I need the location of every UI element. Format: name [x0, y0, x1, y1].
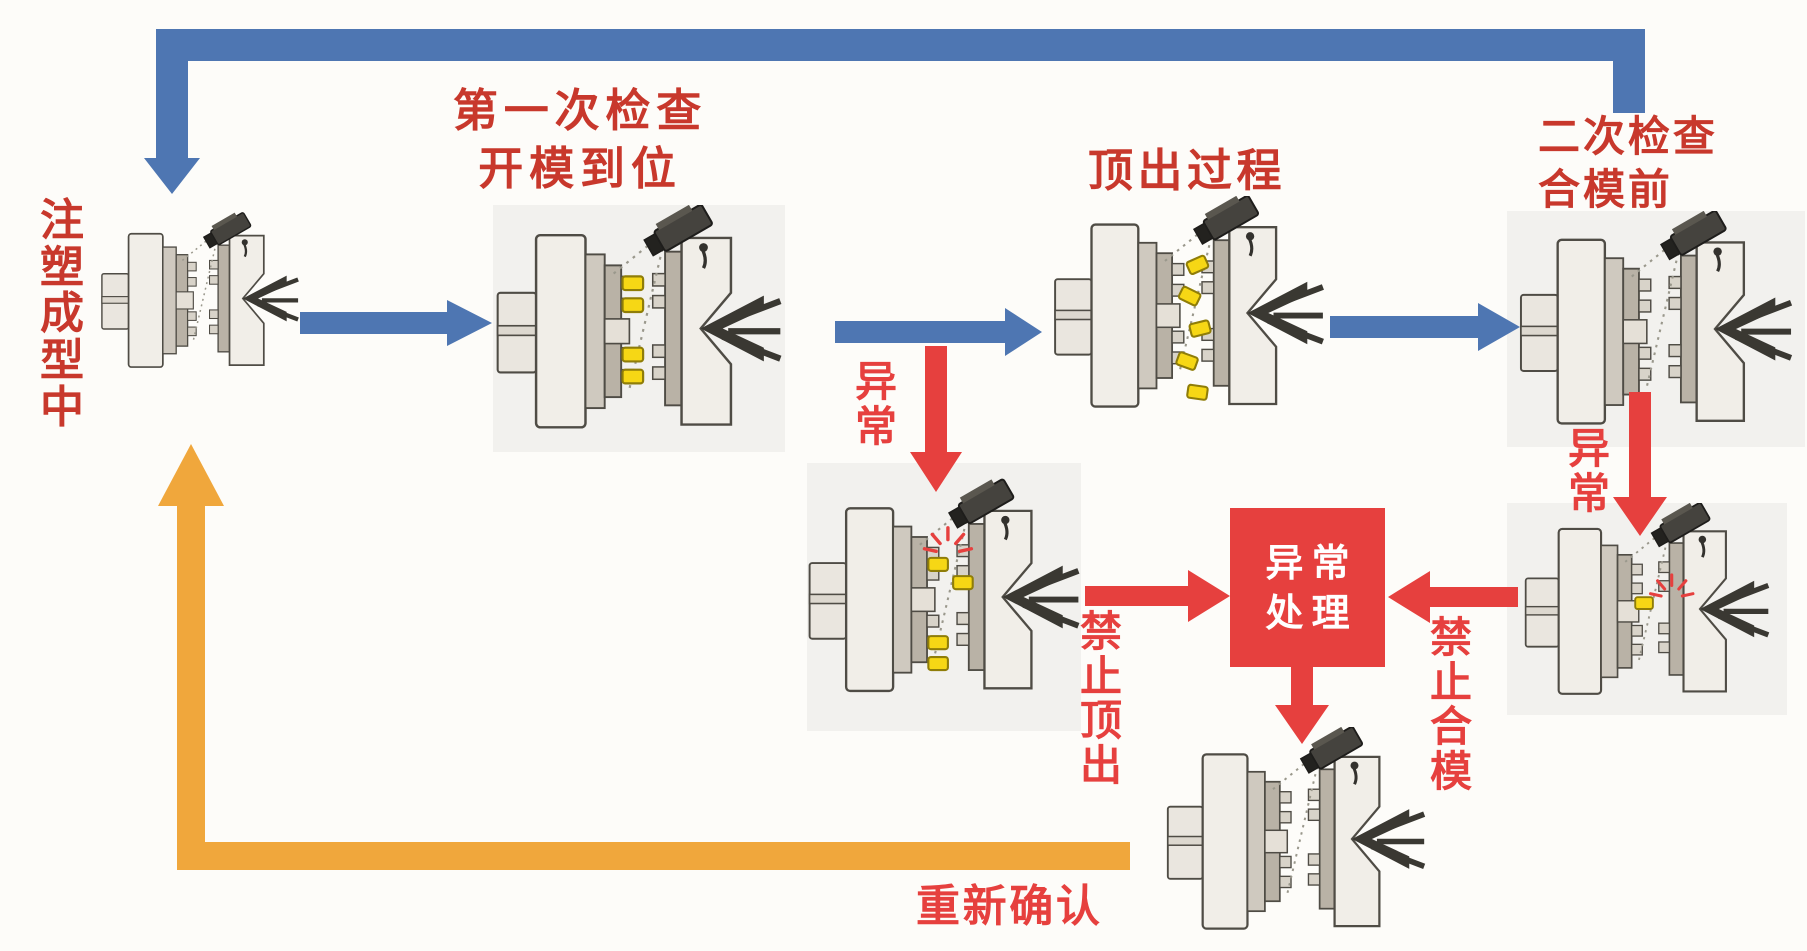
label-prohibit-mold-closing: 禁止合模	[1429, 613, 1472, 796]
molded-part-icon	[1188, 319, 1212, 338]
label-prohibit-ejection: 禁止顶出	[1079, 607, 1122, 790]
mold-machine-graphic	[101, 212, 299, 368]
camera-sightline-icon	[1627, 244, 1680, 387]
flow-arrow-molding-to-first-check	[300, 300, 492, 346]
camera-sightline-icon	[179, 236, 217, 341]
camera-sightline-icon	[1621, 532, 1668, 662]
molded-part-icon	[1186, 383, 1209, 401]
molded-part-icon	[1634, 596, 1654, 610]
mold-machine-graphic	[808, 478, 1080, 693]
station-ejection-machine	[1043, 196, 1335, 430]
molded-part-icon	[621, 368, 645, 385]
station-ejection-abnormal-machine	[807, 463, 1081, 731]
mold-machine-graphic	[1519, 211, 1793, 425]
molded-part-icon	[1177, 285, 1202, 307]
station-closing-abnormal-machine	[1507, 503, 1787, 715]
molded-part-icon	[621, 297, 645, 314]
label-second-check-line2: 合模前	[1538, 165, 1673, 214]
label-second-check-line1: 二次检查	[1538, 112, 1718, 161]
molded-part-icon	[621, 275, 645, 292]
abnormal-handling-box: 异常 处理	[1230, 508, 1385, 667]
flow-arrow-first-check-to-ejection	[835, 308, 1042, 356]
mold-machine-graphic	[1524, 503, 1770, 695]
label-molding-status: 注塑成型中	[40, 195, 84, 433]
injection-barrel-icon	[242, 275, 299, 322]
camera-sightline-icon	[609, 239, 664, 390]
molded-part-icon	[1175, 351, 1199, 371]
label-ejection-title: 顶出过程	[1088, 144, 1287, 197]
molded-part-icon	[927, 556, 949, 572]
label-first-check-line1: 第一次检查	[452, 84, 708, 137]
station-first-check-machine	[493, 205, 785, 452]
label-abnormal-after-second-check: 异常	[1567, 424, 1610, 518]
camera-sightline-icon	[1161, 228, 1213, 371]
label-first-check-line2: 开模到位	[478, 142, 682, 195]
camera-icon	[1660, 211, 1727, 273]
flow-arrow-ejection-to-second-check	[1330, 303, 1520, 351]
mold-machine-graphic	[496, 205, 782, 429]
mold-machine-graphic	[1054, 196, 1324, 408]
injection-barrel-icon	[1247, 281, 1324, 345]
station-reconfirm-machine	[1152, 727, 1440, 951]
label-first-check-title: 第一次检查 开模到位	[430, 82, 730, 198]
molded-part-icon	[621, 346, 645, 363]
station-molding-machine	[100, 196, 300, 401]
label-reconfirm: 重新确认	[916, 881, 1103, 932]
station-second-check-machine	[1507, 211, 1805, 447]
abnormal-handling-line2: 处理	[1265, 590, 1359, 635]
camera-icon	[202, 212, 252, 258]
injection-barrel-icon	[700, 295, 782, 362]
camera-sightline-icon	[1269, 758, 1319, 894]
label-second-check-title: 二次检查 合模前	[1538, 110, 1718, 216]
camera-icon	[1192, 196, 1259, 257]
label-abnormal-after-first-check: 异常	[854, 357, 897, 451]
mold-machine-graphic	[1166, 727, 1426, 930]
molded-part-icon	[1185, 254, 1210, 276]
molded-part-icon	[952, 575, 974, 591]
abnormal-handling-line1: 异常	[1265, 540, 1359, 585]
camera-icon	[1650, 503, 1711, 558]
injection-barrel-icon	[1700, 580, 1770, 638]
injection-barrel-icon	[1715, 297, 1793, 361]
alert-flash-icon	[1649, 573, 1695, 598]
camera-icon	[643, 205, 713, 269]
molded-part-icon	[927, 635, 949, 651]
injection-barrel-icon	[1352, 809, 1426, 869]
flow-arrow-top-return	[144, 29, 1645, 194]
molded-part-icon	[927, 655, 949, 672]
